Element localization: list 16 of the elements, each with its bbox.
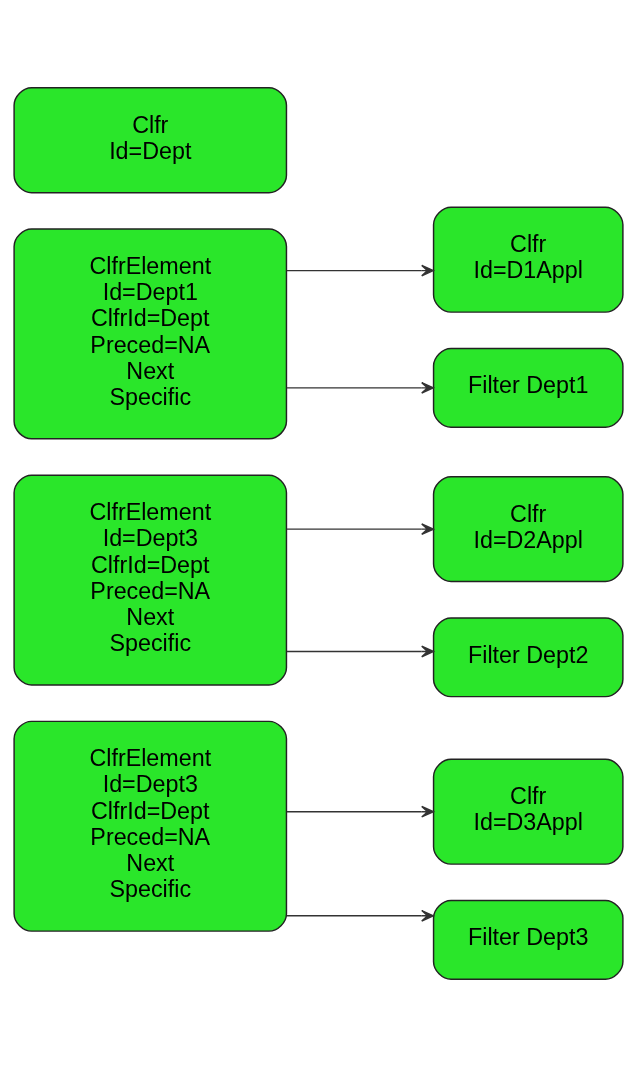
node-box: Filter Dept1 <box>432 347 624 428</box>
node-box: ClfrElement Id=Dept3 ClfrId=Dept Preced=NA Next Specific <box>13 474 288 686</box>
arrow <box>286 381 435 394</box>
node-box: ClfrElement Id=Dept1 ClfrId=Dept Preced=NA Next Specific <box>13 227 288 440</box>
arrow <box>286 522 435 535</box>
node-box: ClfrElement Id=Dept3 ClfrId=Dept Preced=NA Next Specific <box>13 720 288 932</box>
arrow <box>286 645 435 657</box>
node-box: Clfr Id=Dept <box>13 86 288 193</box>
node-box: Clfr Id=D1Appl <box>432 206 624 313</box>
arrow <box>286 909 435 922</box>
arrow <box>286 264 435 277</box>
node-box: Clfr Id=D2Appl <box>432 475 624 582</box>
node-box: Filter Dept3 <box>432 899 624 980</box>
arrow <box>286 805 435 818</box>
node-box: Clfr Id=D3Appl <box>432 758 624 865</box>
node-box: Filter Dept2 <box>432 616 624 697</box>
